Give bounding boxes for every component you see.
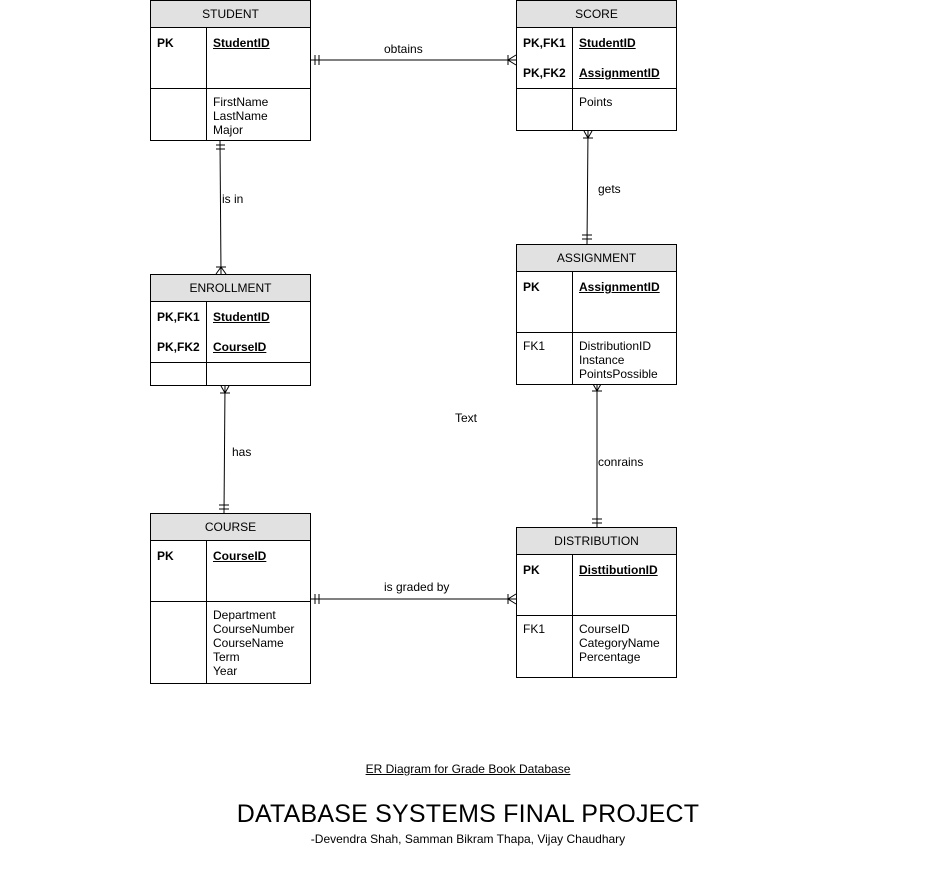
attribute-key-type: FK1 bbox=[523, 622, 546, 636]
key-name: StudentID bbox=[213, 310, 270, 324]
key-name: CourseID bbox=[213, 340, 267, 354]
column-divider bbox=[206, 540, 207, 683]
attribute: Department bbox=[213, 608, 276, 622]
attribute-key-type: FK1 bbox=[523, 339, 546, 353]
attribute: FirstName bbox=[213, 95, 269, 109]
column-divider bbox=[572, 271, 573, 384]
key-name: StudentID bbox=[213, 36, 270, 50]
attribute: Points bbox=[579, 95, 613, 109]
line-has bbox=[223, 385, 226, 514]
attribute: Percentage bbox=[579, 650, 641, 664]
entity-score: SCORE PK,FK1 StudentID PK,FK2 Assignment… bbox=[516, 0, 677, 131]
column-divider bbox=[572, 27, 573, 130]
key-type: PK,FK1 bbox=[157, 310, 200, 324]
relationship-label-is-in: is in bbox=[222, 192, 244, 206]
entity-name: ASSIGNMENT bbox=[517, 245, 676, 272]
line-gets bbox=[586, 130, 589, 245]
column-divider bbox=[206, 27, 207, 140]
entity-distribution: DISTRIBUTION PK DisttibutionID FK1 Cours… bbox=[516, 527, 677, 678]
attribute: Term bbox=[213, 650, 240, 664]
line-is-in bbox=[219, 140, 222, 275]
entity-name: COURSE bbox=[151, 514, 310, 541]
relationship-label-obtains: obtains bbox=[384, 42, 423, 56]
attribute: CourseNumber bbox=[213, 622, 295, 636]
relationship-label-gets: gets bbox=[598, 182, 621, 196]
key-type: PK bbox=[157, 549, 174, 563]
key-type: PK,FK2 bbox=[523, 66, 566, 80]
key-name: DisttibutionID bbox=[579, 563, 658, 577]
key-name: AssignmentID bbox=[579, 66, 660, 80]
key-type: PK,FK1 bbox=[523, 36, 566, 50]
column-divider bbox=[572, 554, 573, 677]
relationship-label-conrains: conrains bbox=[598, 455, 644, 469]
key-type: PK bbox=[157, 36, 174, 50]
entity-name: DISTRIBUTION bbox=[517, 528, 676, 555]
key-type: PK bbox=[523, 563, 540, 577]
attribute: Instance bbox=[579, 353, 625, 367]
diagram-caption: ER Diagram for Grade Book Database bbox=[365, 762, 571, 776]
relationship-label-is-graded-by: is graded by bbox=[384, 580, 450, 594]
key-name: AssignmentID bbox=[579, 280, 660, 294]
attribute: Year bbox=[213, 664, 238, 678]
key-type: PK bbox=[523, 280, 540, 294]
attribute: PointsPossible bbox=[579, 367, 658, 381]
entity-name: SCORE bbox=[517, 1, 676, 28]
attribute: CourseID bbox=[579, 622, 630, 636]
entity-name: STUDENT bbox=[151, 1, 310, 28]
attribute: CategoryName bbox=[579, 636, 660, 650]
entity-assignment: ASSIGNMENT PK AssignmentID FK1 Distribut… bbox=[516, 244, 677, 385]
relationship-label-has: has bbox=[232, 445, 252, 459]
page-title: DATABASE SYSTEMS FINAL PROJECT bbox=[236, 800, 700, 828]
attribute: DistributionID bbox=[579, 339, 652, 353]
attribute: LastName bbox=[213, 109, 268, 123]
entity-enrollment: ENROLLMENT PK,FK1 StudentID PK,FK2 Cours… bbox=[150, 274, 311, 386]
entity-student: STUDENT PK StudentID FirstName LastName … bbox=[150, 0, 311, 141]
entity-name: ENROLLMENT bbox=[151, 275, 310, 302]
stray-text-label: Text bbox=[455, 411, 478, 425]
entity-course: COURSE PK CourseID Department CourseNumb… bbox=[150, 513, 311, 684]
column-divider bbox=[206, 301, 207, 385]
attribute: Major bbox=[213, 123, 244, 137]
key-name: StudentID bbox=[579, 36, 636, 50]
authors-line: -Devendra Shah, Samman Bikram Thapa, Vij… bbox=[310, 832, 626, 846]
key-type: PK,FK2 bbox=[157, 340, 200, 354]
attribute: CourseName bbox=[213, 636, 284, 650]
key-name: CourseID bbox=[213, 549, 267, 563]
